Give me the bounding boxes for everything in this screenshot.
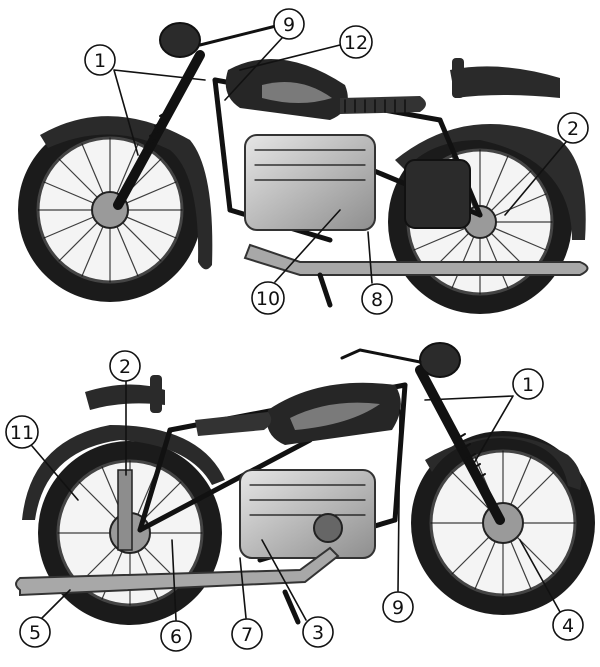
bottom-callout-7: 7	[231, 557, 263, 650]
top-front-wheel	[18, 118, 202, 302]
top-callout-2-label: 2	[567, 118, 579, 140]
top-callout-8: 8	[361, 231, 393, 315]
top-callout-12: 12	[239, 25, 373, 71]
bottom-callout-1-label: 1	[522, 374, 534, 396]
bottom-motorcycle	[15, 342, 595, 625]
bottom-callout-2-label: 2	[119, 356, 131, 378]
bottom-callout-6-label: 6	[170, 626, 182, 648]
top-callout-12-label: 12	[344, 32, 368, 54]
top-callout-9: 9	[224, 8, 305, 101]
bottom-callout-2: 2	[109, 350, 141, 476]
top-callouts: 1 9 12 2 10 8	[84, 8, 589, 315]
bottom-callout-9-label: 9	[392, 597, 404, 619]
bottom-callout-5-label: 5	[29, 622, 41, 644]
top-callout-8-label: 8	[371, 289, 383, 311]
top-callout-10-label: 10	[256, 288, 280, 310]
top-callout-1: 1	[84, 44, 206, 156]
bottom-callout-1: 1	[424, 368, 544, 471]
bottom-callout-7-label: 7	[241, 624, 253, 646]
bottom-callout-11-label: 11	[10, 422, 34, 444]
bottom-callout-4: 4	[519, 539, 584, 641]
top-callout-2: 2	[504, 112, 589, 216]
bottom-callout-3-label: 3	[312, 622, 324, 644]
bottom-callout-9: 9	[382, 409, 414, 623]
bottom-callout-6: 6	[160, 539, 192, 652]
bottom-callout-5: 5	[19, 589, 71, 648]
bottom-callout-3: 3	[261, 539, 334, 648]
top-motorcycle	[18, 22, 589, 314]
top-callout-10: 10	[251, 209, 341, 315]
bottom-callouts: 2 11 1 5 6 7	[5, 350, 584, 652]
bottom-callout-4-label: 4	[562, 615, 574, 637]
top-callout-1-label: 1	[94, 50, 106, 72]
bottom-callout-11: 11	[5, 415, 79, 501]
top-callout-9-label: 9	[283, 14, 295, 36]
